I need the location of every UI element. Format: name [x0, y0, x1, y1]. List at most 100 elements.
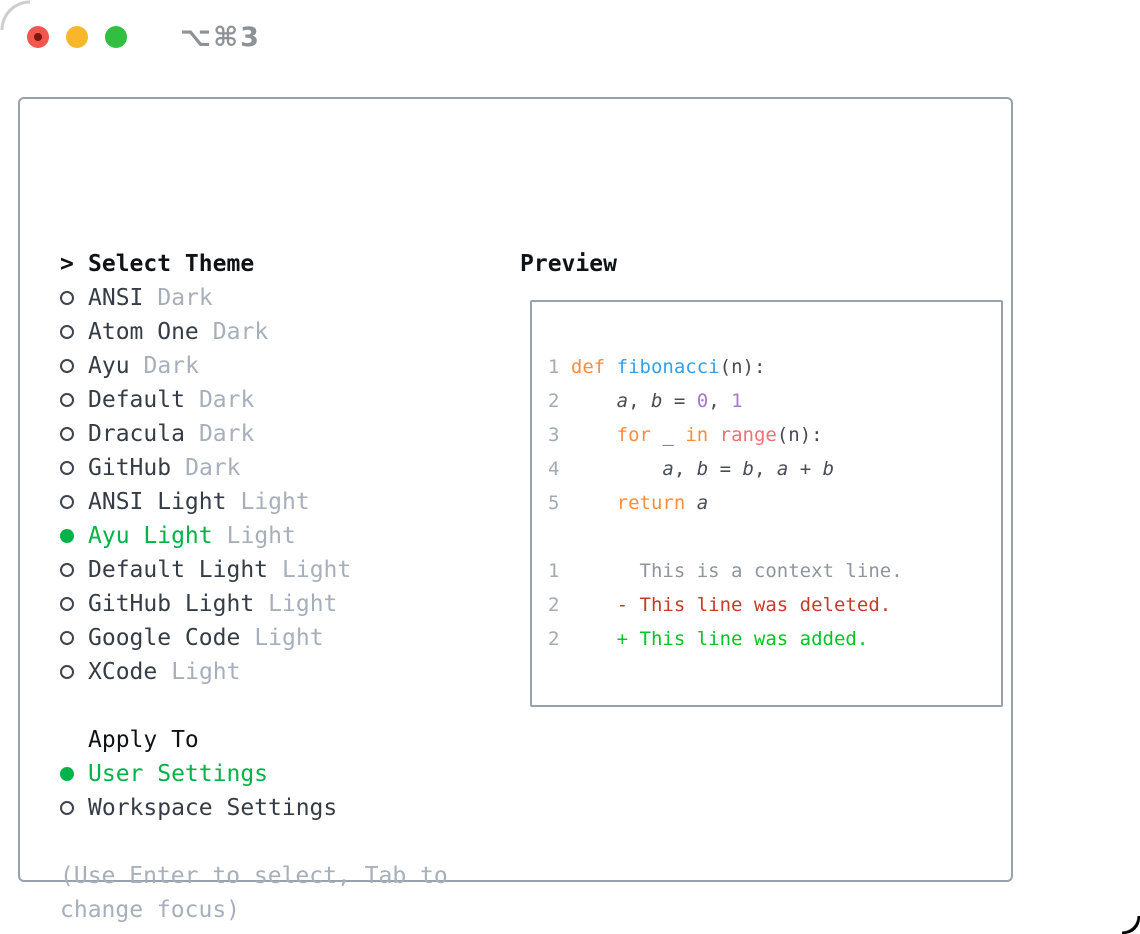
theme-name: ANSI	[88, 285, 144, 311]
theme-variant-tag: Light	[254, 625, 324, 651]
code-line: 3 for _ in range(n):	[548, 418, 1001, 452]
radio-icon[interactable]	[60, 495, 88, 509]
radio-circle	[60, 325, 74, 339]
code-token-pl: ,	[753, 458, 777, 480]
code-token-ln: 3	[548, 424, 571, 446]
code-token-va: a	[616, 390, 629, 412]
radio-icon[interactable]	[60, 801, 88, 815]
zoom-button[interactable]	[105, 26, 127, 48]
code-token-va: a	[776, 458, 789, 480]
theme-option-xcode[interactable]: XCode Light	[60, 655, 448, 689]
theme-variant-tag: Light	[240, 489, 310, 515]
radio-icon[interactable]	[60, 291, 88, 305]
code-token-pl	[571, 424, 617, 446]
select-theme-title: Select Theme	[88, 251, 255, 277]
theme-name: Atom One	[88, 319, 199, 345]
unsaved-dot-icon	[34, 33, 42, 41]
radio-selected-icon[interactable]	[60, 767, 88, 781]
radio-icon[interactable]	[60, 597, 88, 611]
radio-selected-icon[interactable]	[60, 529, 88, 543]
radio-circle	[60, 631, 74, 645]
theme-variant-tag: Light	[282, 557, 352, 583]
spacer	[60, 689, 448, 723]
code-token-va: b	[696, 458, 709, 480]
code-token-nu: 1	[731, 390, 743, 412]
radio-icon[interactable]	[60, 631, 88, 645]
radio-icon[interactable]	[60, 563, 88, 577]
code-line: 1 def fibonacci(n):	[548, 350, 1001, 384]
radio-icon[interactable]	[60, 359, 88, 373]
apply-to-header: Apply To	[60, 723, 448, 757]
code-token-ln: 2	[548, 594, 571, 616]
radio-icon[interactable]	[60, 393, 88, 407]
theme-variant-tag: Dark	[212, 319, 269, 345]
code-token-pl: +	[788, 458, 823, 480]
theme-variant-tag: Light	[171, 659, 241, 685]
apply-option-user-settings[interactable]: User Settings	[60, 757, 448, 791]
radio-icon[interactable]	[60, 461, 88, 475]
theme-variant-tag: Dark	[198, 421, 255, 447]
close-button[interactable]	[27, 26, 49, 48]
hint-line: (Use Enter to select, Tab to	[60, 863, 448, 889]
window-title: ⌥⌘3	[180, 21, 261, 53]
radio-circle	[60, 359, 74, 373]
code-line: 2 - This line was deleted.	[548, 588, 1001, 622]
theme-option-ansi-light[interactable]: ANSI Light Light	[60, 485, 448, 519]
theme-option-github-light[interactable]: GitHub Light Light	[60, 587, 448, 621]
code-line: 1 This is a context line.	[548, 554, 1001, 588]
theme-name: Google Code	[88, 625, 241, 651]
theme-name: ANSI Light	[88, 489, 227, 515]
theme-name: GitHub Light	[88, 591, 255, 617]
code-token-pl: _	[650, 424, 686, 446]
apply-option-label: User Settings	[88, 761, 269, 787]
code-line: 2 a, b = 0, 1	[548, 384, 1001, 418]
code-token-fn: fibonacci	[616, 356, 720, 378]
code-token-ln: 2	[548, 390, 571, 412]
code-line: 4 a, b = b, a + b	[548, 452, 1001, 486]
code-token-nu: 0	[696, 390, 709, 412]
radio-icon[interactable]	[60, 665, 88, 679]
spacer	[60, 825, 448, 859]
apply-option-label: Workspace Settings	[88, 795, 338, 821]
radio-circle	[60, 427, 74, 441]
theme-option-atom-one[interactable]: Atom One Dark	[60, 315, 448, 349]
radio-circle	[60, 495, 74, 509]
code-token-va: a	[696, 492, 709, 514]
code-token-va: a	[662, 458, 674, 480]
apply-option-workspace-settings[interactable]: Workspace Settings	[60, 791, 448, 825]
theme-name: XCode	[88, 659, 158, 685]
radio-icon[interactable]	[60, 427, 88, 441]
theme-variant-tag: Dark	[198, 387, 255, 413]
theme-option-google-code[interactable]: Google Code Light	[60, 621, 448, 655]
radio-circle	[60, 597, 74, 611]
code-token-del: - This line was deleted.	[616, 594, 892, 616]
theme-name: GitHub	[88, 455, 172, 481]
code-token-kw: for	[616, 424, 651, 446]
code-token-pl: ,	[708, 390, 732, 412]
prompt-icon: >	[60, 251, 74, 277]
code-token-ln: 1	[548, 356, 571, 378]
radio-icon[interactable]	[60, 325, 88, 339]
minimize-button[interactable]	[66, 26, 88, 48]
radio-circle	[60, 665, 74, 679]
code-token-ln: 2	[548, 628, 571, 650]
radio-circle	[60, 291, 74, 305]
radio-circle	[60, 767, 74, 781]
code-line	[548, 520, 1001, 554]
theme-variant-tag: Light	[268, 591, 338, 617]
window-corner-bottom-right	[1122, 916, 1140, 934]
code-token-pl	[571, 560, 617, 582]
code-token-pl: (n):	[776, 424, 823, 446]
